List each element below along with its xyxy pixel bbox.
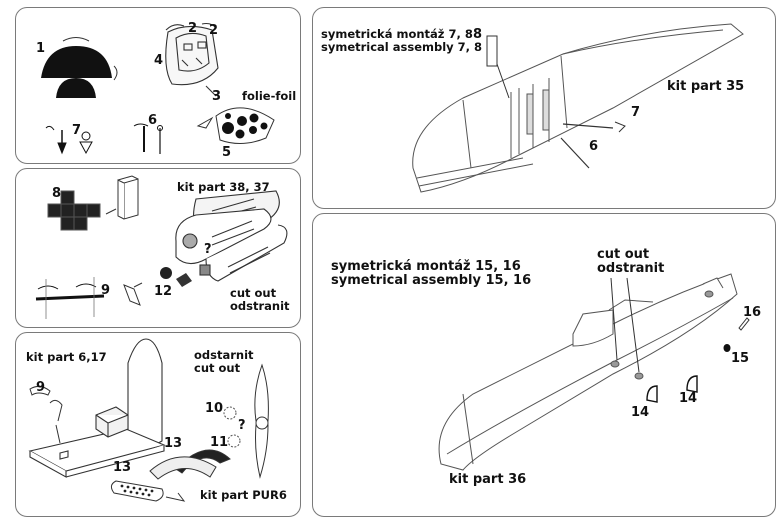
part-2-seat <box>165 22 219 97</box>
panel-instrument-parts: 8 9 12 kit part 38, 37 ? cut out odstran… <box>15 168 301 328</box>
label-2b: 2 <box>209 23 219 38</box>
label-12: 12 <box>154 284 173 299</box>
label-foil: folie-foil <box>242 89 297 103</box>
label-cut-out-fuselage: cut out odstranit <box>597 247 665 277</box>
panel-fuselage-top-drawing <box>412 23 744 193</box>
label-4: 4 <box>154 53 164 68</box>
label-13b: 13 <box>113 460 132 475</box>
part-35-fuselage-half <box>412 23 744 193</box>
part-10-11-spinners <box>223 406 241 448</box>
label-kit-part-6-17: kit part 6,17 <box>26 350 107 364</box>
panel-engine-drawing <box>28 338 269 502</box>
label-13a: 13 <box>164 436 183 451</box>
label-symmetric-assembly-7-8: symetrická montáž 7, 8 symetrical assemb… <box>321 27 483 54</box>
label-5: 5 <box>222 145 232 160</box>
label-14a: 14 <box>631 405 650 420</box>
label-2a: 2 <box>188 21 198 36</box>
part-8-cross <box>47 190 101 231</box>
label-cut-out-engine: odstarnit cut out <box>194 348 254 375</box>
label-6: 6 <box>148 113 158 128</box>
label-6-fuselage: 6 <box>589 139 599 154</box>
panel-cockpit-drawing <box>41 22 275 155</box>
part-7-6-struts <box>560 121 626 169</box>
part-14-canopies <box>646 375 698 403</box>
part-7-pedal <box>45 125 93 155</box>
label-7: 7 <box>72 123 82 138</box>
part-9-lever <box>29 385 63 444</box>
label-kit-part-35: kit part 35 <box>667 79 745 94</box>
label-16: 16 <box>743 305 762 320</box>
label-15: 15 <box>731 351 750 366</box>
arrow-8 <box>105 208 117 215</box>
label-3: 3 <box>212 89 222 104</box>
part-6-17-firewall <box>28 338 166 478</box>
panel-fuselage-bottom: symetrická montáž 15, 16 symetrical asse… <box>312 213 776 517</box>
label-kit-part-36: kit part 36 <box>449 472 527 487</box>
part-15-16 <box>723 317 750 352</box>
label-kit-part-38-37: kit part 38, 37 <box>177 180 270 194</box>
part-36-fuselage-half <box>438 273 738 471</box>
part-38-37-panels <box>175 190 288 282</box>
part-12-dials <box>123 267 192 306</box>
part-propeller <box>254 363 269 479</box>
label-7-fuselage: 7 <box>631 105 641 120</box>
panel-engine-parts: kit part 6,17 9 10 11 ? 13 13 odstarnit … <box>15 332 301 517</box>
label-9: 9 <box>101 283 111 298</box>
label-8: 8 <box>52 186 62 201</box>
label-question: ? <box>204 242 212 257</box>
label-8-fuselage: 8 <box>473 27 483 42</box>
label-9-engine: 9 <box>36 380 46 395</box>
part-6-stick <box>133 123 163 154</box>
label-kit-part-pur6: kit part PUR6 <box>200 488 287 502</box>
label-11: 11 <box>210 435 229 450</box>
panel-fuselage-top: symetrická montáž 7, 8 symetrical assemb… <box>312 7 776 209</box>
label-cut-out: cut out odstranit <box>230 286 290 313</box>
panel-cockpit-parts: 1 2 2 3 4 5 6 7 folie-foil <box>15 7 301 164</box>
part-8-box <box>117 175 139 220</box>
part-8-bracket <box>486 35 510 99</box>
part-13-cowling <box>110 449 231 502</box>
label-1: 1 <box>36 41 46 56</box>
label-10: 10 <box>205 401 224 416</box>
part-5-foil <box>196 107 275 144</box>
label-14b: 14 <box>679 391 698 406</box>
cut-out-lines <box>610 277 640 373</box>
part-9-bar <box>35 277 105 319</box>
part-1-dome <box>41 37 118 98</box>
label-symmetric-assembly-15-16: symetrická montáž 15, 16 symetrical asse… <box>331 259 532 289</box>
panel-instrument-drawing <box>35 175 288 319</box>
panel-fuselage-bottom-drawing <box>438 273 750 471</box>
label-question-engine: ? <box>238 418 246 433</box>
